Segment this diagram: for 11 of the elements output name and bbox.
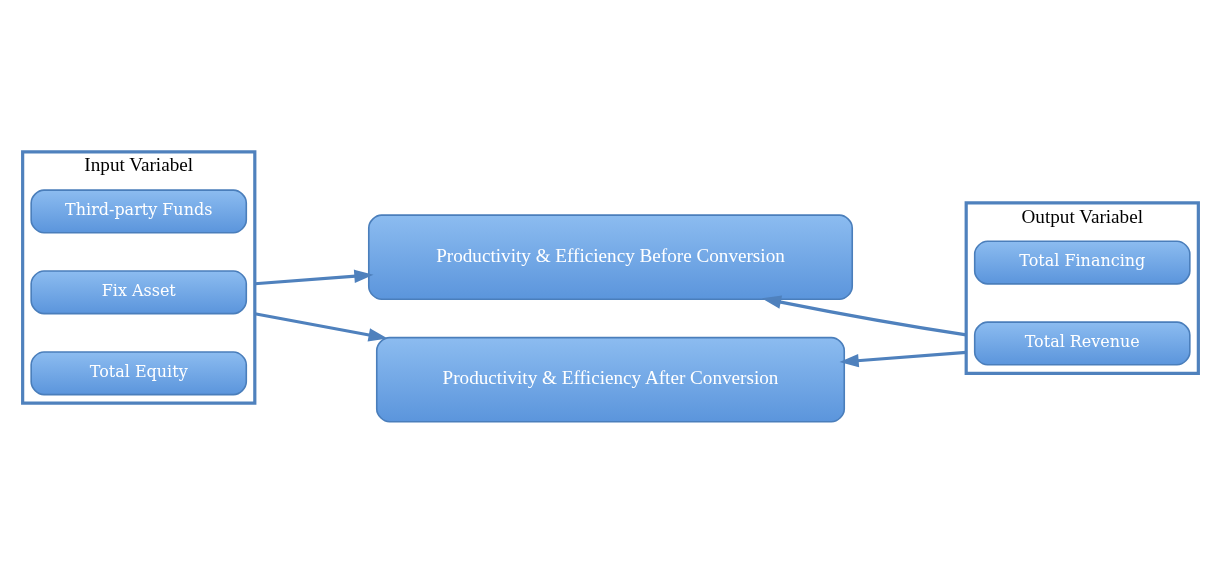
arrow [254,311,388,342]
node-box: Productivity & Efficiency Before Conversion [367,213,854,300]
node-box: Total Equity [30,350,248,395]
node-box: Fix Asset [30,269,248,314]
node-box: Third-party Funds [30,188,248,233]
node-box: Productivity & Efficiency After Conversion [375,336,846,423]
arrow [839,350,967,367]
arrow [254,269,374,285]
arrow [761,295,967,336]
node-box: Total Revenue [973,320,1191,366]
node-box: Total Financing [973,239,1191,285]
